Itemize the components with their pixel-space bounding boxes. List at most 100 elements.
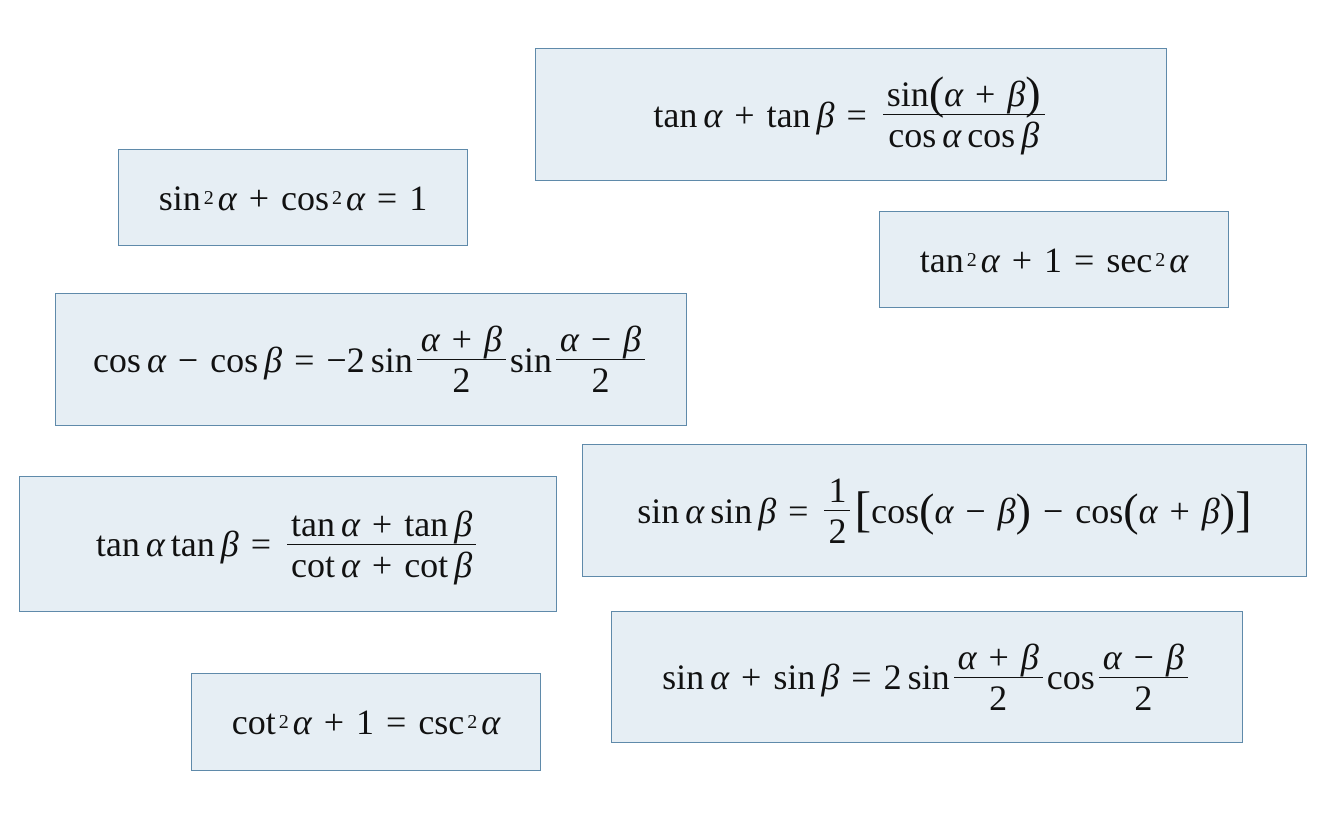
op-plus: + [741,657,762,697]
op-equals: = [250,524,271,564]
fraction-bar [1098,676,1188,678]
var-alpha: α [944,74,964,114]
fraction: 1 2 [824,470,851,551]
op-equals: = [1074,239,1095,280]
fn-sin: sin [370,339,413,380]
denominator: 2 [824,511,850,551]
fn-cot: cot [291,544,335,585]
fn-cos: cos [888,115,937,155]
op-minus: − [177,339,199,380]
exponent-two: 2 [1155,248,1166,271]
numerator: α+β [954,637,1043,677]
var-beta: β [264,339,283,380]
fraction-bar [416,359,506,360]
numerator: α−β [556,319,645,359]
fn-sin: sin [886,74,929,114]
var-beta: β [997,490,1016,531]
var-alpha: α [340,544,360,585]
op-equals: = [376,177,398,218]
op-plus: + [451,319,472,359]
fn-sin: sin [509,339,552,380]
fn-sec: sec [1106,239,1153,280]
fn-sin: sin [662,657,705,697]
op-equals: = [846,94,867,135]
var-alpha: α [703,94,723,135]
op-plus: + [1011,239,1032,280]
fn-cos: cos [1046,657,1095,697]
fn-cot: cot [231,702,276,742]
var-alpha: α [934,490,954,531]
denominator: 2 [448,360,474,400]
var-alpha: α [942,115,962,155]
paren-right: ) [1219,483,1236,535]
denominator: 2 [1130,678,1156,718]
var-beta: β [1201,490,1220,531]
paren-left: ( [1123,483,1139,535]
var-beta: β [220,524,239,564]
var-alpha: α [346,177,365,218]
var-alpha: α [1169,239,1189,280]
op-plus: + [248,177,269,218]
op-equals: = [851,657,872,697]
op-minus: − [1133,636,1154,677]
numerator: 1 [824,470,850,510]
var-beta: β [1007,74,1026,114]
op-equals: = [294,339,315,380]
exponent-two: 2 [203,186,214,209]
number-one: 1 [409,177,428,218]
number-one: 1 [828,470,847,510]
fn-cos: cos [210,339,259,380]
fn-tan: tan [653,94,698,135]
var-alpha: α [146,339,166,380]
exponent-two: 2 [966,248,977,271]
var-alpha: α [145,524,165,564]
exponent-two: 2 [278,711,289,733]
paren-left: ( [928,67,945,118]
var-alpha: α [292,702,312,742]
var-alpha: α [1102,636,1122,677]
var-beta: β [821,657,840,697]
fn-sin: sin [907,657,950,697]
fn-tan: tan [404,503,449,544]
var-beta: β [623,319,642,359]
exponent-two: 2 [332,186,342,209]
var-beta: β [454,503,473,544]
paren-right: ) [1025,67,1041,118]
bracket-left: [ [854,480,872,537]
op-plus: + [1169,490,1190,531]
fraction-bar [824,510,851,511]
var-beta: β [816,94,835,135]
number-two: 2 [591,360,610,400]
op-plus: + [323,702,344,742]
op-minus: − [590,319,612,359]
var-beta: β [1021,115,1040,155]
var-alpha: α [710,657,729,697]
op-plus: + [988,636,1009,677]
fraction-bar [953,676,1043,678]
fn-cos: cos [871,490,920,531]
var-beta: β [758,490,777,531]
fn-tan: tan [919,239,964,280]
numerator: α−β [1099,637,1188,677]
fn-cos: cos [92,339,141,380]
var-alpha: α [980,239,1000,280]
number-one: 1 [1044,239,1062,280]
op-plus: + [371,544,393,585]
fn-tan: tan [766,94,811,135]
fn-tan: tan [170,524,215,564]
fn-cot: cot [404,544,449,585]
fraction-bar [555,359,646,360]
fn-tan: tan [95,524,140,564]
